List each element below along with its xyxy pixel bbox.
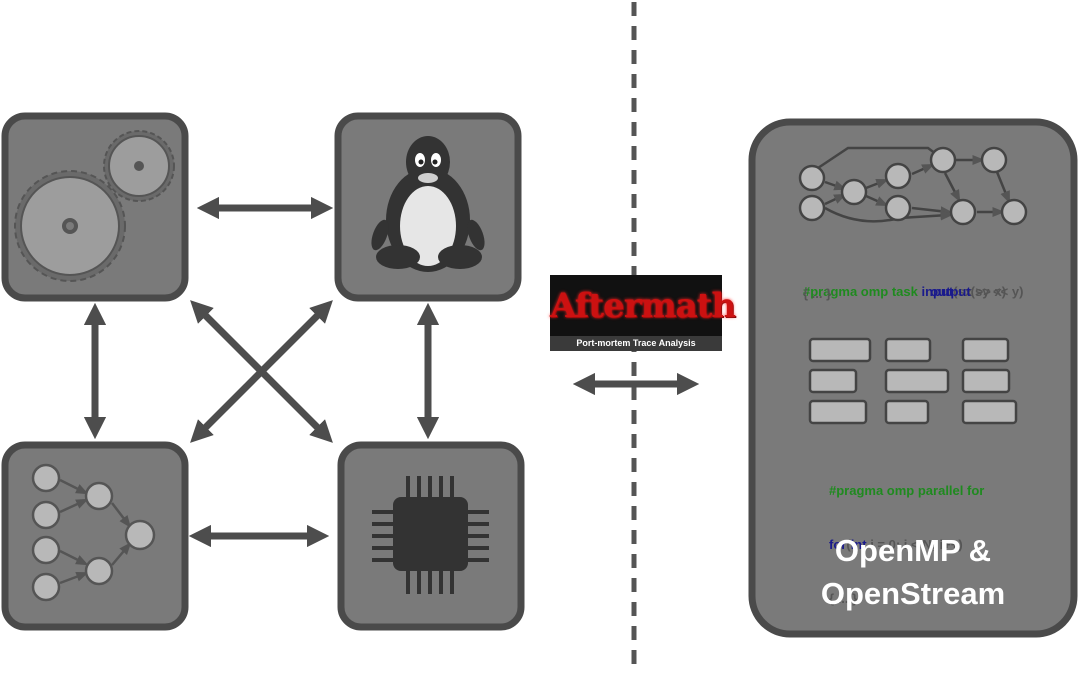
logo-subtitle: Port-mortem Trace Analysis (576, 338, 696, 348)
aftermath-logo (550, 275, 722, 351)
parallel-blocks-icon (808, 337, 1018, 425)
code-token: output (930, 284, 971, 299)
code-token: i = 0; i < N; i++) (866, 537, 963, 552)
code-snippet-task-line2: output(sy << y) (923, 265, 1023, 301)
code-line: { ... } (829, 591, 858, 606)
arrow-linux-graph (190, 300, 333, 443)
code-token: int (850, 537, 867, 552)
code-line: #pragma omp parallel for (829, 483, 985, 498)
tile-gears (1, 112, 189, 302)
code-line: #pragma omp task input(sx >> x) (803, 283, 1006, 301)
panel-title-line2: OpenStream (820, 576, 1006, 611)
code-snippet-parallel: #pragma omp parallel for for(int i = 0; … (829, 446, 984, 626)
logo-name: Aftermath (550, 286, 736, 326)
tile-cpu (337, 441, 525, 631)
cpu-chip-icon (372, 476, 489, 594)
code-token: for (829, 537, 847, 552)
task-graph-icon (31, 463, 156, 602)
code-line: for(int i = 0; i < N; i++) (829, 536, 984, 554)
code-token: (sy << y) (970, 284, 1024, 299)
tile-task-graph (1, 441, 189, 631)
panel-title-line1: OpenMP & (834, 533, 992, 568)
tile-linux (334, 112, 522, 302)
code-snippet-task: #pragma omp task input(sx >> x) (803, 247, 1006, 319)
code-token: (sx >> x) (953, 284, 1007, 299)
code-token: ( (846, 537, 851, 552)
dataflow-graph-nodes (798, 146, 1028, 226)
code-token: #pragma omp task (803, 284, 922, 299)
openmp-panel (748, 118, 1078, 638)
gears-icon (14, 130, 175, 282)
linux-penguin-icon (371, 136, 485, 272)
code-token: input (921, 284, 954, 299)
code-snippet-task-line3: { ... } (803, 286, 832, 301)
